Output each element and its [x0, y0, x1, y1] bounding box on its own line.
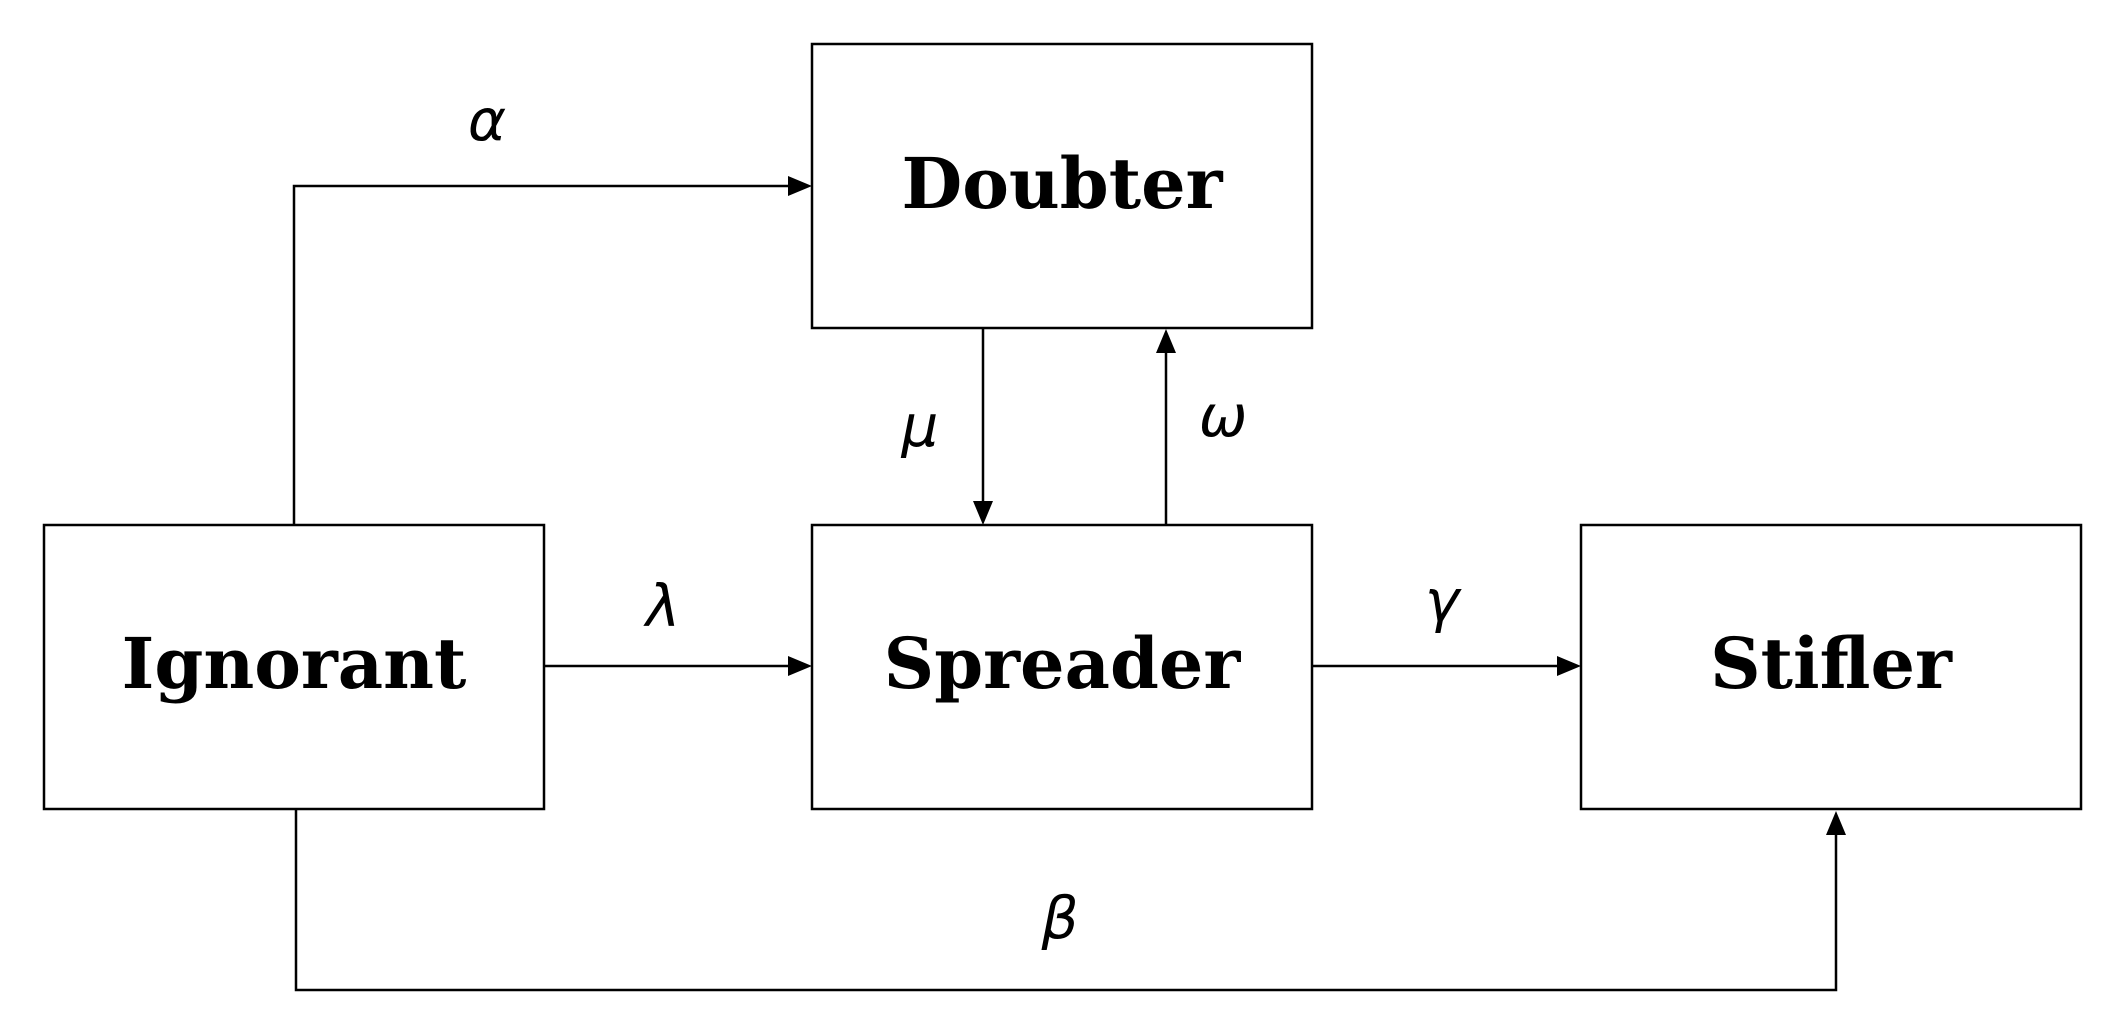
edge-spreader-to-doubter: [1156, 329, 1176, 524]
edge-doubter-to-spreader: [973, 329, 993, 525]
node-box: [810, 42, 1314, 330]
node-ignorant: Ignorant: [42, 523, 546, 811]
node-label: Doubter: [902, 142, 1224, 225]
node-label: Stifler: [1710, 622, 1953, 705]
arrow-head: [1557, 656, 1581, 676]
edge-spreader-to-stifler: [1313, 656, 1581, 676]
rate-label-mu: μ: [901, 392, 939, 460]
node-doubter: Doubter: [810, 42, 1314, 330]
arrow-head: [788, 656, 812, 676]
rate-label-gamma: γ: [1425, 567, 1462, 635]
node-spreader: Spreader: [810, 523, 1314, 811]
rate-label-beta: β: [1040, 884, 1078, 952]
edge-line: [294, 809, 1838, 992]
arrow-head: [788, 176, 812, 196]
node-box: [1579, 523, 2083, 811]
rate-label-omega: ω: [1199, 382, 1248, 450]
rate-label-lambda: λ: [643, 572, 680, 640]
edge-line: [292, 184, 790, 524]
node-box: [42, 523, 546, 811]
arrow-head: [1826, 811, 1846, 835]
edge-ignorant-to-stifler: [294, 809, 1846, 992]
arrow-head: [1156, 329, 1176, 353]
node-box: [810, 523, 1314, 811]
arrow-head: [973, 501, 993, 525]
node-label: Spreader: [884, 622, 1242, 705]
edge-ignorant-to-doubter: [292, 176, 812, 524]
edge-ignorant-to-spreader: [545, 656, 812, 676]
rate-label-alpha: α: [468, 86, 506, 154]
node-label: Ignorant: [122, 622, 467, 705]
node-stifler: Stifler: [1579, 523, 2083, 811]
